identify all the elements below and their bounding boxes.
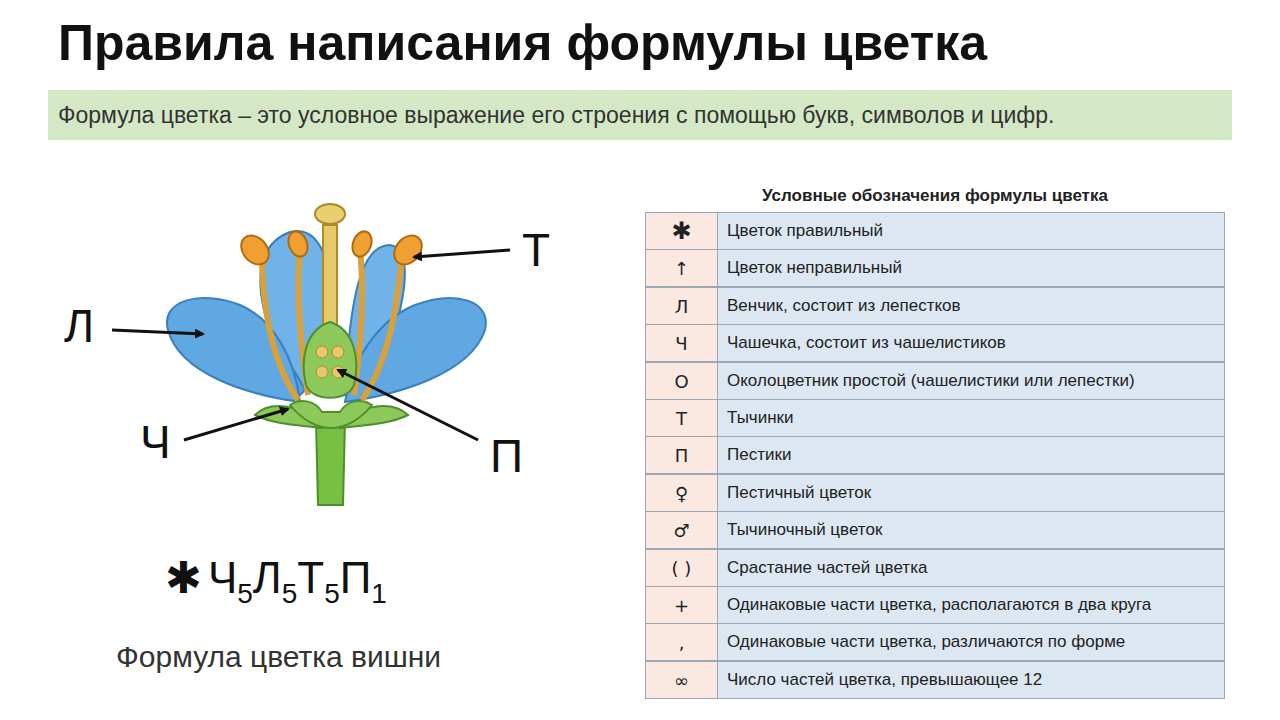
ovule: [316, 346, 328, 358]
table-cell: ♂: [645, 511, 718, 549]
petal: [345, 298, 486, 402]
table-cell: ( ): [645, 549, 718, 587]
table-text: Тычинки: [727, 408, 794, 428]
receptacle: [290, 401, 372, 428]
formula-subscript: 5: [237, 578, 253, 609]
table-cell: Одинаковые части цветка, различаются по …: [717, 623, 1225, 661]
table-cell: ↑: [645, 249, 718, 287]
leader-arrow: [112, 330, 203, 334]
table-symbol: ♂: [673, 520, 689, 541]
table-symbol: Л: [675, 296, 689, 317]
table-symbol: Т: [676, 408, 687, 429]
leader-arrow: [338, 370, 478, 440]
stamen-filament: [362, 255, 402, 400]
table-cell: ,: [645, 623, 718, 661]
formula-subscript: 5: [282, 578, 298, 609]
table-cell: Чашечка, состоит из чашелистиков: [717, 324, 1225, 362]
table-cell: Цветок правильный: [717, 212, 1225, 250]
table-text: Одинаковые части цветка, различаются по …: [727, 632, 1125, 652]
table-symbol: ✱: [671, 217, 691, 245]
formula-letter: Л: [253, 553, 282, 602]
flower-formula: ✱Ч5Л5Т5П1: [165, 552, 387, 622]
table-text: Цветок правильный: [727, 221, 883, 241]
formula-letter: Т: [297, 553, 324, 602]
table-symbol: Ч: [675, 333, 687, 354]
table-cell: Пестики: [717, 436, 1225, 474]
formula-letter: П: [340, 553, 372, 602]
table-text: Срастание частей цветка: [727, 558, 927, 578]
table-text: Пестичный цветок: [727, 483, 871, 503]
table-symbol: ,: [679, 632, 685, 653]
table-cell: Число частей цветка, превышающее 12: [717, 661, 1225, 699]
table-cell: Тычиночный цветок: [717, 511, 1225, 549]
ovule: [316, 366, 328, 378]
stem: [316, 420, 345, 505]
part-label: Ч: [140, 416, 171, 468]
anther: [349, 229, 375, 260]
page-title: Правила написания формулы цветка: [58, 14, 987, 72]
table-cell: Т: [645, 399, 718, 437]
table-cell: Одинаковые части цветка, располагаются в…: [717, 586, 1225, 624]
table-caption: Условные обозначения формулы цветка: [645, 186, 1225, 206]
table-text: Венчик, состоит из лепестков: [727, 296, 961, 316]
ovary: [304, 322, 357, 398]
table-cell: +: [645, 586, 718, 624]
ovule: [332, 346, 344, 358]
table-symbol: ♀: [675, 483, 688, 504]
table-cell: Л: [645, 287, 718, 325]
table-text: Цветок неправильный: [727, 258, 902, 278]
table-symbol: О: [674, 371, 688, 392]
table-cell: ♀: [645, 474, 718, 512]
stamen-filament: [262, 255, 298, 400]
formula-letter: Ч: [208, 553, 237, 602]
table-cell: ∞: [645, 661, 718, 699]
table-cell: ✱: [645, 212, 718, 250]
anther: [285, 229, 311, 260]
table-cell: П: [645, 436, 718, 474]
table-text: Тычиночный цветок: [727, 520, 882, 540]
table-symbol: П: [675, 445, 689, 466]
part-label: П: [490, 430, 523, 482]
table-text: Чашечка, состоит из чашелистиков: [727, 333, 1006, 353]
table-cell: Околоцветник простой (чашелистики или ле…: [717, 362, 1225, 400]
formula-subscript: 5: [324, 578, 340, 609]
table-cell: Срастание частей цветка: [717, 549, 1225, 587]
table-cell: Цветок неправильный: [717, 249, 1225, 287]
part-label: Т: [522, 224, 550, 276]
table-cell: Ч: [645, 324, 718, 362]
table-symbol: +: [674, 595, 689, 616]
table-symbol: ( ): [672, 558, 692, 579]
leader-arrow: [184, 409, 288, 440]
petal: [167, 298, 300, 402]
definition-band: Формула цветка – это условное выражение …: [48, 90, 1232, 140]
pistil-style: [323, 225, 337, 330]
diagram-caption: Формула цветка вишни: [116, 640, 441, 674]
leader-arrow: [414, 250, 510, 257]
table-cell: Пестичный цветок: [717, 474, 1225, 512]
table-text: Околоцветник простой (чашелистики или ле…: [727, 371, 1135, 391]
table-text: Пестики: [727, 445, 791, 465]
table-text: Одинаковые части цветка, располагаются в…: [727, 595, 1151, 615]
formula-subscript: 1: [371, 578, 387, 609]
table-cell: О: [645, 362, 718, 400]
formula-symbol: ✱: [165, 552, 202, 603]
table-symbol: ∞: [674, 670, 689, 691]
anther: [389, 230, 428, 270]
table-cell: Тычинки: [717, 399, 1225, 437]
table-symbol: ↑: [674, 258, 689, 279]
stigma: [315, 204, 345, 224]
table-text: Число частей цветка, превышающее 12: [727, 670, 1042, 690]
definition-text: Формула цветка – это условное выражение …: [58, 99, 1222, 132]
table-cell: Венчик, состоит из лепестков: [717, 287, 1225, 325]
part-label: Л: [64, 300, 94, 352]
anther: [236, 230, 275, 270]
